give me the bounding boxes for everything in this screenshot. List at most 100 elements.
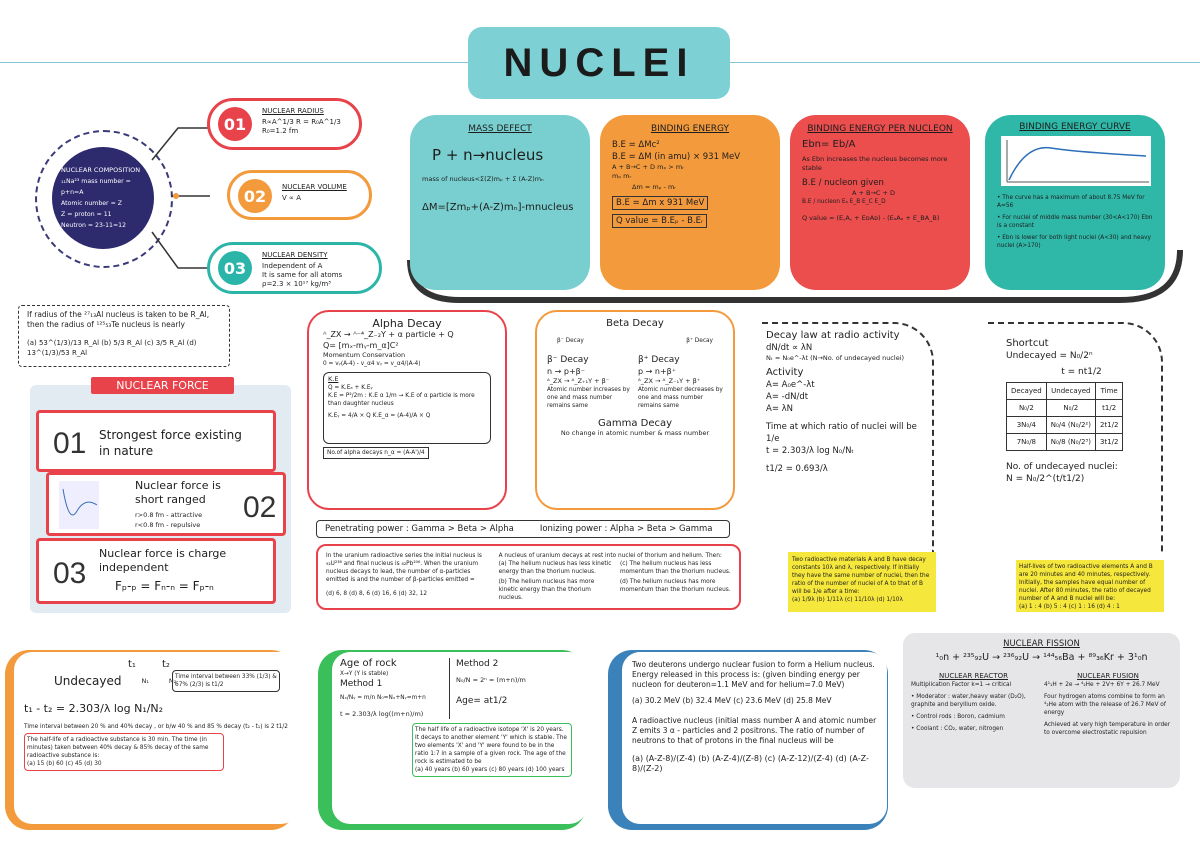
card-line: Nₓ/Nᵧ = m/n N₀=Nₓ+Nᵧ=m+n — [340, 695, 426, 701]
card-line: t = 2.303/λ log((m+n)/m) — [340, 710, 424, 718]
card-line: ᴬ_ZX → ᴬ_Z₊₁Y + β⁻ — [547, 377, 610, 385]
question-options: (a) 15 (b) 60 (c) 45 (d) 30 — [27, 761, 102, 767]
pill-line: ρ=2.3 × 10¹⁷ kg/m³ — [262, 280, 331, 288]
pill-title: NUCLEAR RADIUS — [262, 107, 324, 115]
card-title: Alpha Decay — [372, 317, 442, 330]
table-cell: N₀/4 (N₀/2²) — [1045, 416, 1096, 434]
pill-line: It is same for all atoms — [262, 271, 343, 279]
question-option: (b) The helium nucleus has more kinetic … — [498, 579, 595, 601]
card-line: Nₜ = N₀e^-λt (N→No. of undecayed nuclei) — [766, 354, 905, 362]
card-title: Beta Decay — [606, 318, 664, 329]
card-note: Time interval between 33% (1/3) & 67% (2… — [172, 670, 280, 692]
card-line: B.E = ΔM (in amu) × 931 MeV — [612, 152, 741, 162]
card-line: Δm = mₚ - mᵣ — [632, 183, 676, 191]
connector-lines — [151, 127, 210, 269]
curve-bullet: The curve has a maximum of about 8.75 Me… — [997, 195, 1145, 209]
undecayed-question: The half-life of a radioactive substance… — [24, 733, 224, 771]
card-line: K.E = P²/2m : K.E α 1/m → K.E of α parti… — [328, 393, 475, 407]
question-options: (a) 53^(1/3)/13 R_Al (b) 5/3 R_Al (c) 3/… — [27, 339, 197, 357]
rock-question: The half life of a radioactive isotope '… — [412, 723, 572, 777]
card-line: P + n→nucleus — [432, 146, 544, 164]
question-options: (a) 40 years (b) 60 years (c) 80 years (… — [415, 767, 565, 773]
question-options: (a) (A-Z-8)/(Z-4) (b) (A-Z-4)/(Z-8) (c) … — [632, 754, 869, 773]
card-line: t = nt1/2 — [1061, 367, 1102, 377]
ionizing-power: Ionizing power : Alpha > Beta > Gamma — [539, 524, 713, 534]
table-header: Time — [1094, 382, 1124, 400]
table-cell: 3N₀/4 — [1006, 416, 1047, 434]
decay-questions-box: In the uranium radioactive series the in… — [316, 544, 741, 610]
question-options: (d) 6, 8 (d) 8, 6 (d) 16, 6 (d) 32, 12 — [326, 591, 428, 597]
composition-line: ₁₁Na²³ mass number = p+n=A — [61, 178, 131, 196]
question-text: Half-lives of two radioactive elements A… — [1019, 564, 1153, 602]
card-line: t1/2 = 0.693/λ — [766, 464, 828, 474]
binding-energy-card: BINDING ENERGY B.E = ΔMc² B.E = ΔM (in a… — [600, 115, 780, 290]
curve-bullet: Ebn is lower for both light nuclei (A<30… — [997, 235, 1151, 249]
force-number: 01 — [53, 427, 87, 460]
card-line: A= -dN/dt — [766, 392, 809, 402]
shortcut-card: Shortcut Undecayed = N₀/2ⁿ t = nt1/2 Dec… — [988, 322, 1163, 552]
penetrating-power: Penetrating power : Gamma > Beta > Alpha — [325, 524, 514, 534]
fusion-questions-card: Two deuterons undergo nuclear fusion to … — [622, 652, 887, 824]
question-text: The half life of a radioactive isotope '… — [415, 727, 567, 765]
card-line: Coolant : CO₂, water, nitrogen — [916, 726, 1004, 732]
be-curve-card: BINDING ENERGY CURVE • The curve has a m… — [985, 115, 1165, 290]
card-line: B.E = Δm x 931 MeV — [612, 196, 709, 210]
card-line: ᴬ_ZX → ᴬ⁻⁴_Z₋₂Y + α particle + Q — [323, 330, 454, 339]
page-title-banner: NUCLEI — [468, 27, 730, 99]
card-title: BINDING ENERGY — [650, 124, 730, 134]
composition-heading: NUCLEAR COMPOSITION — [61, 166, 141, 174]
question-option: (d) The helium nucleus has more momentum… — [619, 579, 731, 593]
beta-decay-card: Beta Decay β⁻ Decay β⁺ Decay β⁻ Decay n … — [535, 310, 735, 510]
card-line: mₚ mᵣ — [612, 172, 632, 180]
force-number: 02 — [243, 491, 277, 524]
force-text: Nuclear force is charge independent — [99, 547, 227, 574]
card-title: BINDING ENERGY PER NUCLEON — [807, 124, 953, 134]
table-cell: 7N₀/8 — [1006, 433, 1047, 451]
table-cell: 2t1/2 — [1094, 416, 1124, 434]
card-title: Shortcut — [1006, 338, 1049, 349]
force-text: Nuclear force is short ranged — [135, 479, 221, 506]
pill-title: NUCLEAR DENSITY — [262, 251, 328, 259]
card-line: t = 2.303/λ log N₀/Nₜ — [766, 446, 854, 456]
pill-title: NUCLEAR VOLUME — [282, 183, 347, 191]
mass-defect-card: MASS DEFECT P + n→nucleus mass of nucleu… — [410, 115, 590, 290]
card-line: Age= at1/2 — [456, 696, 508, 706]
card-title: NUCLEAR FISSION — [1003, 639, 1080, 649]
question-text: The half-life of a radioactive substance… — [27, 737, 209, 759]
radius-question: If radius of the ²⁷₁₃Al nucleus is taken… — [18, 305, 230, 367]
card-line: Ebn= Eb/A — [802, 139, 856, 150]
card-line: 0 = vᵧ(A-4) - v_α4 vᵧ = v_α4/(A-4) — [323, 361, 421, 367]
card-line: As Ebn increases the nucleus becomes mor… — [802, 155, 948, 172]
card-title: Age of rock — [340, 658, 397, 669]
card-line: N₀/N = 2ⁿ = (m+n)/m — [456, 676, 526, 684]
force-sub: Fₚ-ₚ = Fₙ-ₙ = Fₚ-ₙ — [115, 579, 214, 593]
table-cell: N₀/8 (N₀/2³) — [1045, 433, 1096, 451]
force-sub: r<0.8 fm - repulsive — [135, 521, 201, 529]
curve-bullet: For nuclei of middle mass number (30<A<1… — [997, 215, 1153, 229]
card-line: Method 1 — [340, 679, 383, 689]
card-line: Atomic number increases by one and mass … — [547, 387, 630, 409]
decay-law-question: Two radioactive materials A and B have d… — [788, 552, 936, 612]
force-item-2: Nuclear force is short ranged r>0.8 fm -… — [46, 472, 286, 536]
question-options: (a) 1/9λ (b) 1/11λ (c) 11/10λ (d) 1/10λ — [792, 597, 903, 603]
be-per-nucleon-card: BINDING ENERGY PER NUCLEON Ebn= Eb/A As … — [790, 115, 970, 290]
card-line: p → n+β⁺ — [638, 367, 676, 376]
card-line: Activity — [766, 367, 804, 378]
card-line: n → p+β⁻ — [547, 367, 585, 376]
card-line: K.E — [328, 375, 339, 383]
card-title: Decay law at radio activity — [766, 330, 900, 341]
card-line: Control rods : Boron, cadmium — [916, 714, 1005, 720]
card-line: Q value = (E꜀A꜀ + EᴅAᴅ) - (EₐAₐ + E_BA_B… — [802, 214, 940, 222]
card-line: ΔM=[Zmₚ+(A-Z)mₙ]-mnucleus — [422, 202, 574, 213]
beta-minus-label: β⁻ Decay — [557, 338, 584, 344]
card-line: Atomic number decreases by one and mass … — [638, 387, 723, 409]
card-line: t₁ - t₂ = 2.303/λ log N₁/N₂ — [24, 702, 164, 715]
question-text: Two radioactive materials A and B have d… — [792, 557, 930, 595]
decay-law-card: Decay law at radio activity dN/dt ∝ λN N… — [762, 322, 934, 552]
